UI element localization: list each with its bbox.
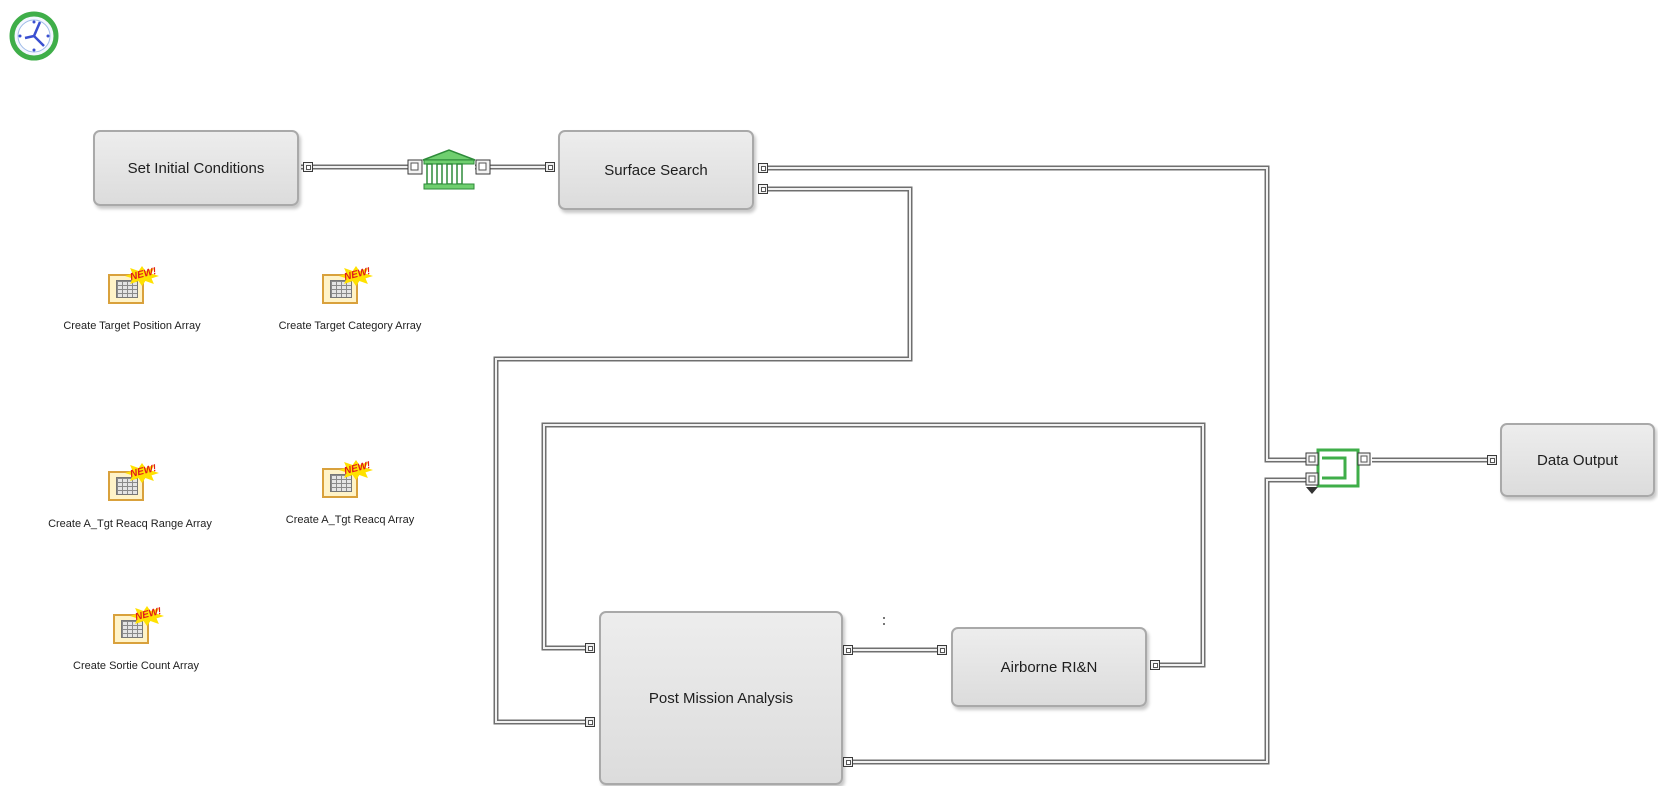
block-label: Surface Search bbox=[604, 161, 708, 179]
port-out[interactable] bbox=[843, 757, 853, 767]
stray-dot bbox=[883, 617, 885, 619]
block-label: Airborne RI&N bbox=[1000, 658, 1098, 676]
array-icon-target-category[interactable]: NEW! bbox=[322, 266, 373, 306]
port-out[interactable] bbox=[303, 162, 313, 172]
new-badge-icon bbox=[125, 463, 159, 483]
new-badge-icon bbox=[339, 460, 373, 480]
block-post-mission-analysis[interactable]: Post Mission Analysis bbox=[599, 611, 843, 785]
block-label: Post Mission Analysis bbox=[648, 689, 794, 707]
grid-icon bbox=[116, 477, 138, 495]
block-data-output[interactable]: Data Output bbox=[1500, 423, 1655, 497]
connector-wires bbox=[301, 164, 1490, 765]
array-label: Create A_Tgt Reacq Range Array bbox=[48, 518, 212, 530]
block-set-initial-conditions[interactable]: Set Initial Conditions bbox=[93, 130, 299, 206]
port-out[interactable] bbox=[758, 163, 768, 173]
port-out[interactable] bbox=[1150, 660, 1160, 670]
wire-surface-search-to-post-mission[interactable] bbox=[493, 186, 913, 725]
join-icon[interactable] bbox=[1305, 448, 1371, 494]
gate-icon[interactable] bbox=[407, 149, 491, 190]
array-icon-sortie-count[interactable]: NEW! bbox=[113, 606, 164, 646]
block-airborne-rin[interactable]: Airborne RI&N bbox=[951, 627, 1147, 707]
new-badge-icon bbox=[339, 266, 373, 286]
port-in[interactable] bbox=[1487, 455, 1497, 465]
port-in[interactable] bbox=[585, 643, 595, 653]
array-label: Create Target Position Array bbox=[63, 320, 201, 332]
new-badge-icon bbox=[125, 266, 159, 286]
new-badge-icon bbox=[130, 606, 164, 626]
array-icon-reacq-range[interactable]: NEW! bbox=[108, 463, 159, 503]
wire-surface-search-to-join[interactable] bbox=[768, 165, 1308, 463]
array-label: Create A_Tgt Reacq Array bbox=[285, 514, 415, 526]
wire-airborne-to-post-mission[interactable] bbox=[541, 422, 1206, 668]
port-in[interactable] bbox=[937, 645, 947, 655]
grid-icon bbox=[116, 280, 138, 298]
block-label: Set Initial Conditions bbox=[127, 159, 265, 177]
array-icon-reacq[interactable]: NEW! bbox=[322, 460, 373, 500]
grid-icon bbox=[330, 280, 352, 298]
array-label: Create Sortie Count Array bbox=[73, 660, 199, 672]
stray-dot bbox=[883, 623, 885, 625]
clock-icon[interactable] bbox=[9, 11, 59, 61]
block-label: Data Output bbox=[1537, 451, 1618, 469]
array-icon-target-position[interactable]: NEW! bbox=[108, 266, 159, 306]
wire-post-mission-to-join[interactable] bbox=[853, 477, 1308, 765]
array-label: Create Target Category Array bbox=[278, 320, 422, 332]
port-in[interactable] bbox=[545, 162, 555, 172]
grid-icon bbox=[330, 474, 352, 492]
block-surface-search[interactable]: Surface Search bbox=[558, 130, 754, 210]
port-out[interactable] bbox=[843, 645, 853, 655]
grid-icon bbox=[121, 620, 143, 638]
port-in[interactable] bbox=[585, 717, 595, 727]
port-out[interactable] bbox=[758, 184, 768, 194]
